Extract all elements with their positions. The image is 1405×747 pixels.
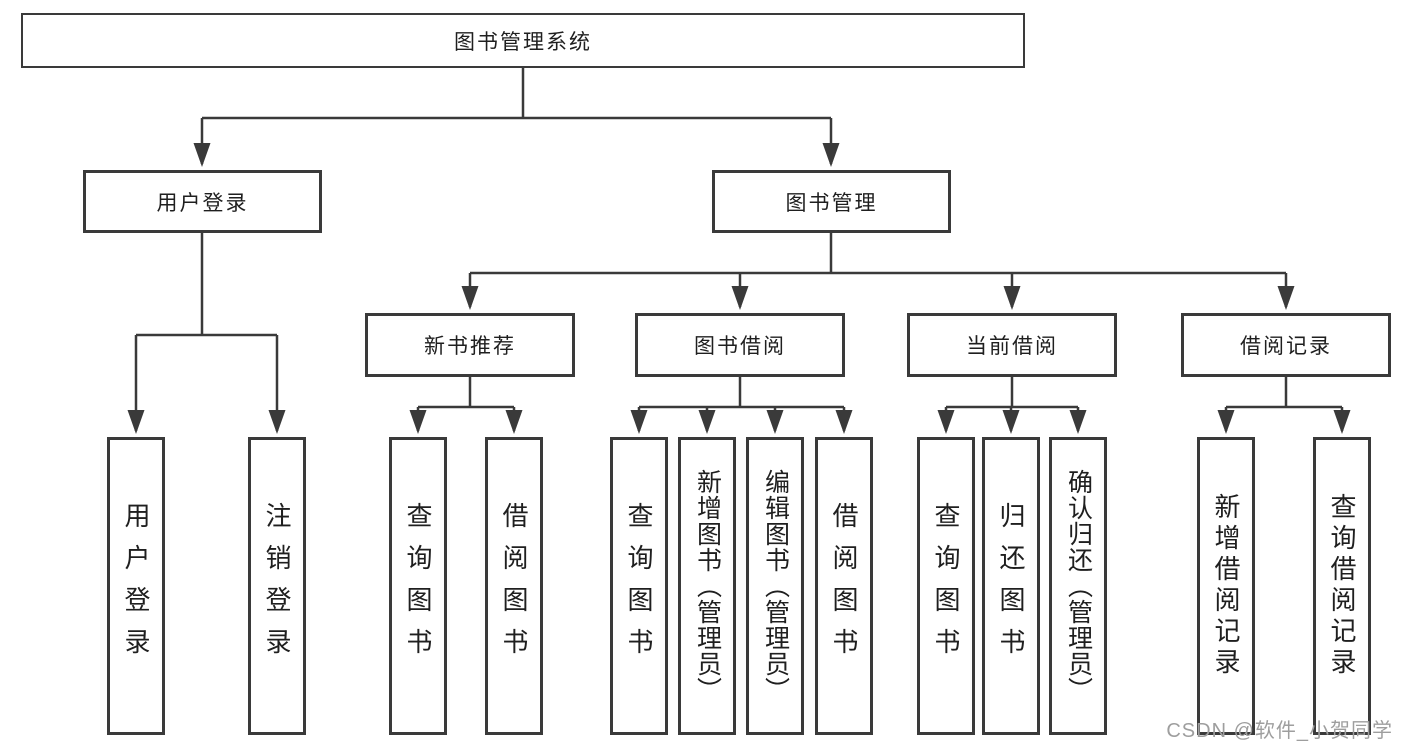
leaf-label: 查询借阅记录	[1327, 493, 1357, 679]
watermark: CSDN @软件_小贺同学	[1166, 720, 1393, 742]
connector-borrow-records	[1226, 377, 1342, 409]
leaf-label: 查询图书	[403, 502, 433, 670]
leaf-label: 查询图书	[931, 502, 961, 670]
node-library-management-system: 图书管理系统	[21, 13, 1025, 68]
node-current-borrow: 当前借阅	[907, 313, 1117, 377]
leaf-label: 借阅图书	[499, 502, 529, 670]
node-borrow-records: 借阅记录	[1181, 313, 1391, 377]
leaf-label: 归还图书	[996, 502, 1026, 670]
leaf-label: 用户登录	[121, 502, 151, 670]
leaf-query-books-borrow: 查询图书	[610, 437, 668, 735]
node-user-login: 用户登录	[83, 170, 322, 233]
connector-root	[202, 68, 831, 120]
leaf-add-books-admin: 新增图书（管理员）	[678, 437, 736, 735]
leaf-borrow-books-borrow: 借阅图书	[815, 437, 873, 735]
node-label: 图书管理	[785, 191, 878, 215]
node-new-book-recommend: 新书推荐	[365, 313, 575, 377]
leaf-add-borrow-record: 新增借阅记录	[1197, 437, 1255, 735]
node-label: 借阅记录	[1240, 335, 1332, 358]
node-book-borrow: 图书借阅	[635, 313, 845, 377]
connector-user-login	[136, 233, 277, 337]
leaf-borrow-books-recommend: 借阅图书	[485, 437, 543, 735]
leaf-logout: 注销登录	[248, 437, 306, 735]
leaf-label: 确认归还（管理员）	[1064, 469, 1093, 703]
leaf-edit-books-admin: 编辑图书（管理员）	[746, 437, 804, 735]
node-label: 用户登录	[156, 191, 249, 215]
leaf-confirm-return-admin: 确认归还（管理员）	[1049, 437, 1107, 735]
leaf-label: 编辑图书（管理员）	[761, 469, 790, 703]
connector-current-borrow	[946, 377, 1078, 409]
node-label: 当前借阅	[966, 335, 1058, 358]
connector-book-borrow	[639, 377, 844, 409]
node-label: 新书推荐	[424, 335, 516, 358]
connector-new-book-recommend	[418, 377, 514, 409]
leaf-label: 借阅图书	[829, 502, 859, 670]
leaf-query-books-recommend: 查询图书	[389, 437, 447, 735]
leaf-label: 新增图书（管理员）	[693, 469, 722, 703]
leaf-label: 查询图书	[624, 502, 654, 670]
leaf-label: 新增借阅记录	[1211, 493, 1241, 679]
leaf-query-borrow-record: 查询借阅记录	[1313, 437, 1371, 735]
leaf-query-books-current: 查询图书	[917, 437, 975, 735]
leaf-label: 注销登录	[262, 502, 292, 670]
connector-book-management	[470, 233, 1286, 275]
node-label: 图书管理系统	[454, 30, 592, 54]
node-book-management: 图书管理	[712, 170, 951, 233]
leaf-user-login: 用户登录	[107, 437, 165, 735]
node-label: 图书借阅	[694, 335, 786, 358]
leaf-return-books: 归还图书	[982, 437, 1040, 735]
